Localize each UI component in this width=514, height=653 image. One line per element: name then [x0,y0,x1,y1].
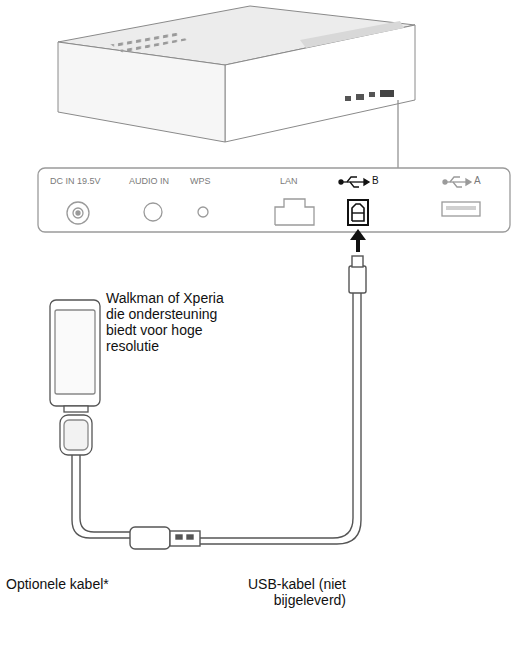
cable-label: Optionele kabel* [6,576,136,592]
cable-label: USB-kabel (niet bijgeleverd) [196,576,346,608]
port-label: B [372,175,392,187]
port-panel [38,168,510,232]
port-label: LAN [280,176,320,186]
port-label: WPS [190,176,230,186]
device-label: Walkman of Xperia die ondersteuning bied… [106,290,234,354]
ports [67,199,480,225]
insert-arrow [350,229,366,252]
leader-line [397,100,398,168]
port-label: A [474,175,494,187]
walkman-device [50,300,100,455]
usb-symbol [339,177,369,187]
speaker [58,6,415,142]
usb-b-plug [349,256,366,293]
port-label: DC IN 19.5V [50,176,130,186]
port-label: AUDIO IN [129,176,189,186]
optional-cable-connector [130,527,200,549]
usb-b-port [348,200,368,225]
usb-symbol [443,177,471,187]
